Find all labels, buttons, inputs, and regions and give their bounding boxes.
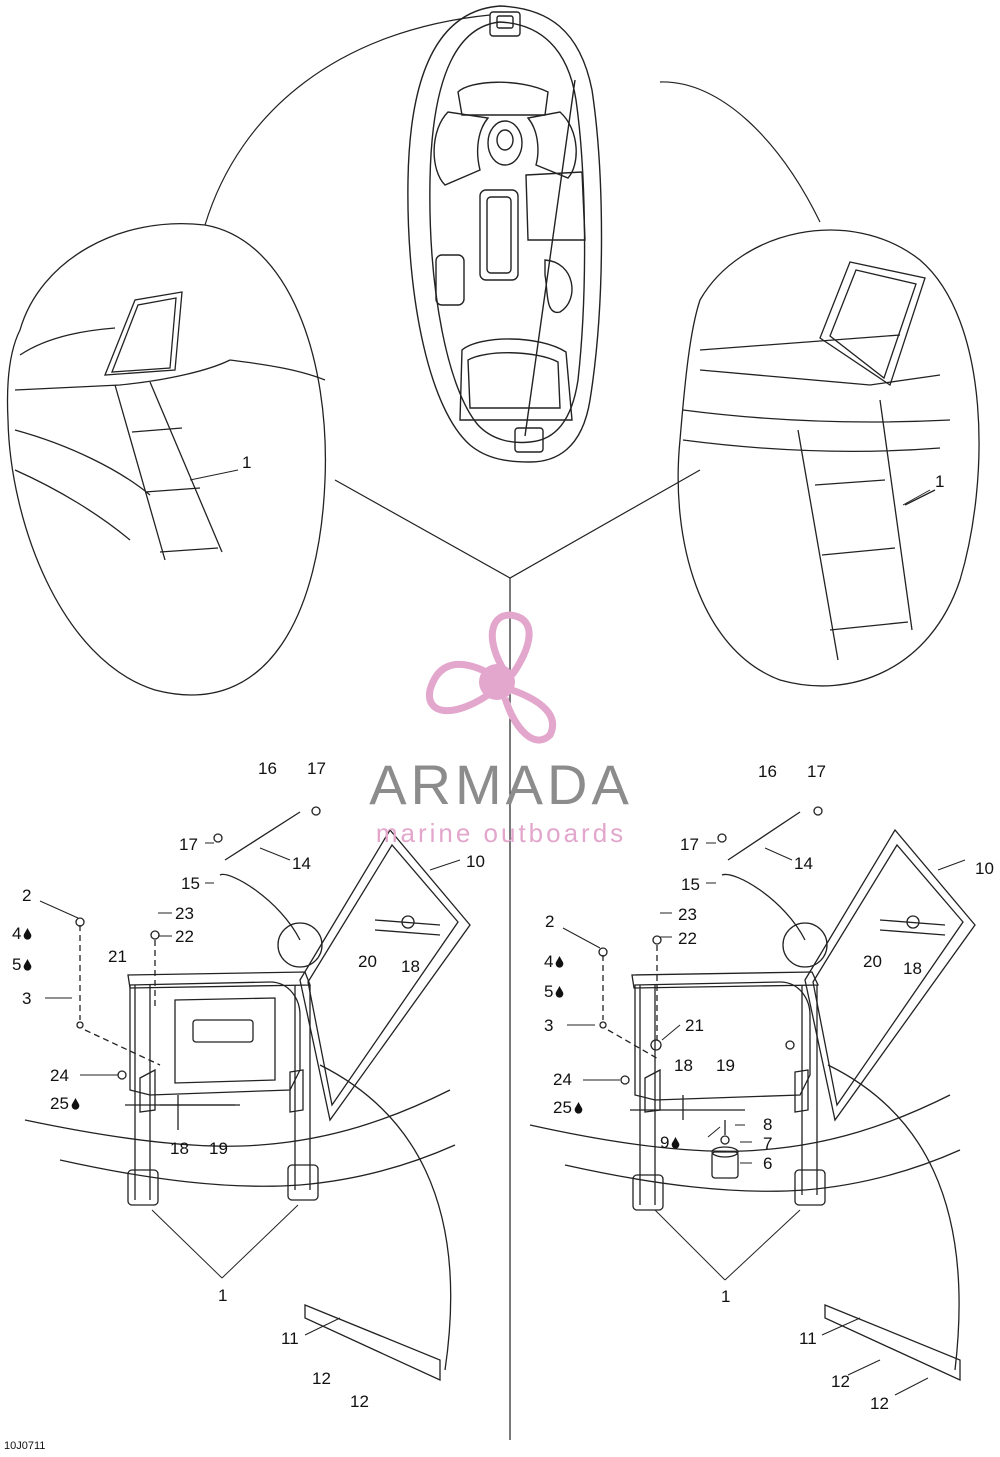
callout-right-11: 11 (799, 1329, 817, 1348)
assembly-left (24, 806, 471, 1382)
callout-left-17: 17 (179, 835, 198, 854)
callout-right-6: 6 (763, 1154, 773, 1173)
detail-oval-left (6, 223, 327, 696)
callout-right-8: 8 (763, 1115, 773, 1134)
callout-left-18: 18 (170, 1139, 189, 1158)
callout-right-24: 24 (553, 1070, 572, 1089)
callout-right-3: 3 (544, 1016, 554, 1035)
callout-left-2: 2 (22, 886, 32, 905)
callout-leaders-top (189, 469, 931, 506)
adhesive-drop-icon (556, 986, 564, 998)
callout-right-16: 16 (758, 762, 777, 781)
callout-left-14: 14 (292, 854, 311, 873)
callout-right-9: 9 (660, 1134, 680, 1151)
callout-right-17: 17 (680, 835, 699, 854)
adhesive-drop-icon (24, 928, 32, 940)
watermark-subtitle: marine outboards (375, 818, 627, 848)
callout-leaders-right (562, 842, 966, 1396)
callout-right-17-top: 17 (807, 762, 826, 781)
adhesive-drop-icon (672, 1137, 680, 1149)
callout-right-2: 2 (545, 912, 555, 931)
callout-left-19: 19 (209, 1139, 228, 1158)
callout-left-4: 4 (12, 925, 32, 942)
callout-right-15: 15 (681, 875, 700, 894)
callout-right-10: 10 (975, 859, 994, 878)
adhesive-drop-icon (556, 956, 564, 968)
callout-right-4: 4 (544, 953, 564, 970)
callout-left-5: 5 (12, 956, 32, 973)
leader-arcs (204, 14, 821, 1440)
callout-left-17-top: 17 (307, 759, 326, 778)
assembly-right (529, 806, 976, 1382)
callout-left-12-a: 12 (312, 1369, 331, 1388)
adhesive-drop-icon (71, 1098, 80, 1110)
callout-right-19: 19 (716, 1056, 735, 1075)
propeller-logo (425, 611, 556, 744)
callout-right-18-top: 18 (903, 959, 922, 978)
figure-code: 10J0711 (4, 1440, 46, 1452)
callout-top-right-1: 1 (935, 472, 945, 491)
callout-right-14: 14 (794, 854, 813, 873)
watermark-title: ARMADA (369, 753, 633, 816)
callout-left-21: 21 (108, 947, 127, 966)
callout-leaders-left (39, 842, 461, 1336)
adhesive-drop-icon (574, 1102, 583, 1114)
callout-left-24: 24 (50, 1066, 69, 1085)
propeller-hub (479, 664, 515, 700)
callout-right-20: 20 (863, 952, 882, 971)
callout-top-left-1: 1 (242, 453, 252, 472)
callout-left-1: 1 (218, 1286, 228, 1305)
callout-right-22: 22 (678, 929, 697, 948)
adhesive-drop-icon (24, 959, 32, 971)
callout-left-15: 15 (181, 874, 200, 893)
detail-oval-right (677, 229, 980, 687)
callout-right-23: 23 (678, 905, 697, 924)
callout-left-25: 25 (50, 1095, 80, 1112)
callout-left-11: 11 (281, 1329, 299, 1348)
callout-left-16: 16 (258, 759, 277, 778)
callout-right-5: 5 (544, 983, 564, 1000)
callout-right-12-b: 12 (870, 1394, 889, 1413)
callout-left-23: 23 (175, 904, 194, 923)
callout-right-18: 18 (674, 1056, 693, 1075)
callout-left-10: 10 (466, 852, 485, 871)
hull-top-view (407, 5, 603, 463)
callout-left-12-b: 12 (350, 1392, 369, 1411)
callout-left-22: 22 (175, 927, 194, 946)
callout-right-12-a: 12 (831, 1372, 850, 1391)
callout-left-3: 3 (22, 989, 32, 1008)
callout-right-1: 1 (721, 1287, 731, 1306)
callout-right-7: 7 (763, 1134, 773, 1153)
callout-left-18-top: 18 (401, 957, 420, 976)
callout-left-20: 20 (358, 952, 377, 971)
callout-right-25: 25 (553, 1099, 583, 1116)
callout-right-21: 21 (685, 1016, 704, 1035)
